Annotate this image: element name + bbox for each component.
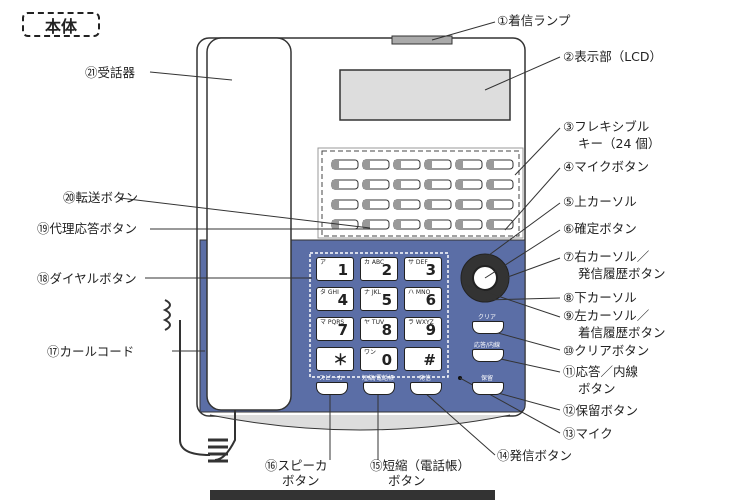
label-incoming-lamp: ①着信ランプ xyxy=(497,13,571,28)
dial-key[interactable]: ワン 0 xyxy=(360,347,398,371)
function-button[interactable] xyxy=(363,382,395,395)
speaker-label: スピーカ xyxy=(318,375,343,382)
flex-key-lamp xyxy=(363,180,370,189)
label-right-cursor-2: 発信履歴ボタン xyxy=(578,266,666,281)
function-button[interactable] xyxy=(472,349,504,362)
answer-label: 応答/内線 xyxy=(473,342,501,349)
key-main: 7 xyxy=(337,321,348,339)
key-main: 8 xyxy=(381,321,392,339)
key-main: 3 xyxy=(425,261,436,279)
label-clear: ⑩クリアボタン xyxy=(563,343,650,358)
key-sub: タ GHI xyxy=(320,289,339,296)
label-answer: ⑪応答／内線 xyxy=(563,364,639,379)
label-curl-cord: ⑰カールコード xyxy=(47,344,135,359)
label-left-cursor: ⑨左カーソル／ xyxy=(563,308,650,323)
label-up-cursor: ⑤上カーソル xyxy=(563,194,637,209)
clear-label: クリア xyxy=(477,314,496,321)
flex-key-lamp xyxy=(332,220,339,229)
hold-label: 保留 xyxy=(480,375,493,382)
label-flex-key: ③フレキシブル xyxy=(563,119,650,134)
flex-key-lamp xyxy=(394,220,401,229)
key-main: 0 xyxy=(381,351,392,369)
flex-key-lamp xyxy=(487,200,494,209)
label-shortcut: ⑮短縮（電話帳） xyxy=(370,458,471,473)
key-sub: サ DEF xyxy=(408,259,428,266)
flex-key-lamp xyxy=(456,220,463,229)
label-handset: ㉑受話器 xyxy=(85,65,136,80)
flex-key-lamp xyxy=(332,200,339,209)
flex-key-lamp xyxy=(332,180,339,189)
key-main: 2 xyxy=(381,261,392,279)
label-speaker: ⑯スピーカ xyxy=(265,458,328,473)
label-mic: ⑬マイク xyxy=(563,426,613,441)
bottom-bar xyxy=(210,490,495,500)
key-main: 6 xyxy=(425,291,436,309)
key-main: 9 xyxy=(425,321,436,339)
key-main: 4 xyxy=(337,291,348,309)
key-sub: ハ MNO xyxy=(408,289,431,296)
flex-key-lamp xyxy=(456,160,463,169)
flex-key-lamp xyxy=(456,180,463,189)
label-transfer: ⑳転送ボタン xyxy=(63,190,139,205)
dial-key[interactable]: # xyxy=(404,347,442,371)
section-title: 本体 xyxy=(22,12,100,37)
key-sub: ア xyxy=(320,259,327,266)
label-flex-key-2: キー（24 個） xyxy=(578,136,661,151)
key-sub: ワン xyxy=(364,349,377,356)
label-answer-2: ボタン xyxy=(578,381,616,396)
function-button[interactable] xyxy=(316,382,348,395)
flex-key-lamp xyxy=(487,220,494,229)
label-left-cursor-2: 着信履歴ボタン xyxy=(578,325,666,340)
flex-key-lamp xyxy=(394,160,401,169)
function-button[interactable] xyxy=(472,321,504,334)
label-pickup: ⑲代理応答ボタン xyxy=(37,221,138,236)
flex-key-lamp xyxy=(394,200,401,209)
key-main: # xyxy=(423,351,436,369)
label-call: ⑭発信ボタン xyxy=(497,448,573,463)
flex-key-lamp xyxy=(425,200,432,209)
flex-key-lamp xyxy=(456,200,463,209)
key-main: 1 xyxy=(337,261,348,279)
key-sub: ヤ TUV xyxy=(364,319,385,326)
label-hold: ⑫保留ボタン xyxy=(563,403,639,418)
label-speaker-2: ボタン xyxy=(282,473,320,488)
flex-key-lamp xyxy=(363,200,370,209)
key-sub: ナ JKL xyxy=(364,289,381,296)
key-main: 5 xyxy=(381,291,392,309)
flex-key-lamp xyxy=(425,220,432,229)
key-main: ＊ xyxy=(332,351,348,369)
shortcut-label: 短縮/電話帳 xyxy=(361,375,395,382)
label-right-cursor: ⑦右カーソル／ xyxy=(563,249,650,264)
label-shortcut-2: ボタン xyxy=(388,473,426,488)
label-confirm: ⑥確定ボタン xyxy=(563,221,637,236)
flex-key-lamp xyxy=(425,160,432,169)
flex-key-lamp xyxy=(332,160,339,169)
key-sub: カ ABC xyxy=(364,259,385,266)
function-button[interactable] xyxy=(410,382,442,395)
label-mic-button: ④マイクボタン xyxy=(563,159,649,174)
flex-key-lamp xyxy=(425,180,432,189)
flex-key-lamp xyxy=(394,180,401,189)
label-down-cursor: ⑧下カーソル xyxy=(563,290,637,305)
flex-key-lamp xyxy=(363,220,370,229)
flex-key-lamp xyxy=(487,160,494,169)
flex-key-lamp xyxy=(363,160,370,169)
call-label: 発信 xyxy=(418,375,431,382)
flex-key-lamp xyxy=(487,180,494,189)
function-button[interactable] xyxy=(472,382,504,395)
key-sub: ラ WXYZ xyxy=(408,319,434,326)
label-dial: ⑱ダイヤルボタン xyxy=(37,271,137,286)
label-lcd: ②表示部（LCD） xyxy=(563,49,663,64)
dial-key[interactable]: ＊ xyxy=(316,347,354,371)
key-sub: マ PQRS xyxy=(320,319,345,326)
